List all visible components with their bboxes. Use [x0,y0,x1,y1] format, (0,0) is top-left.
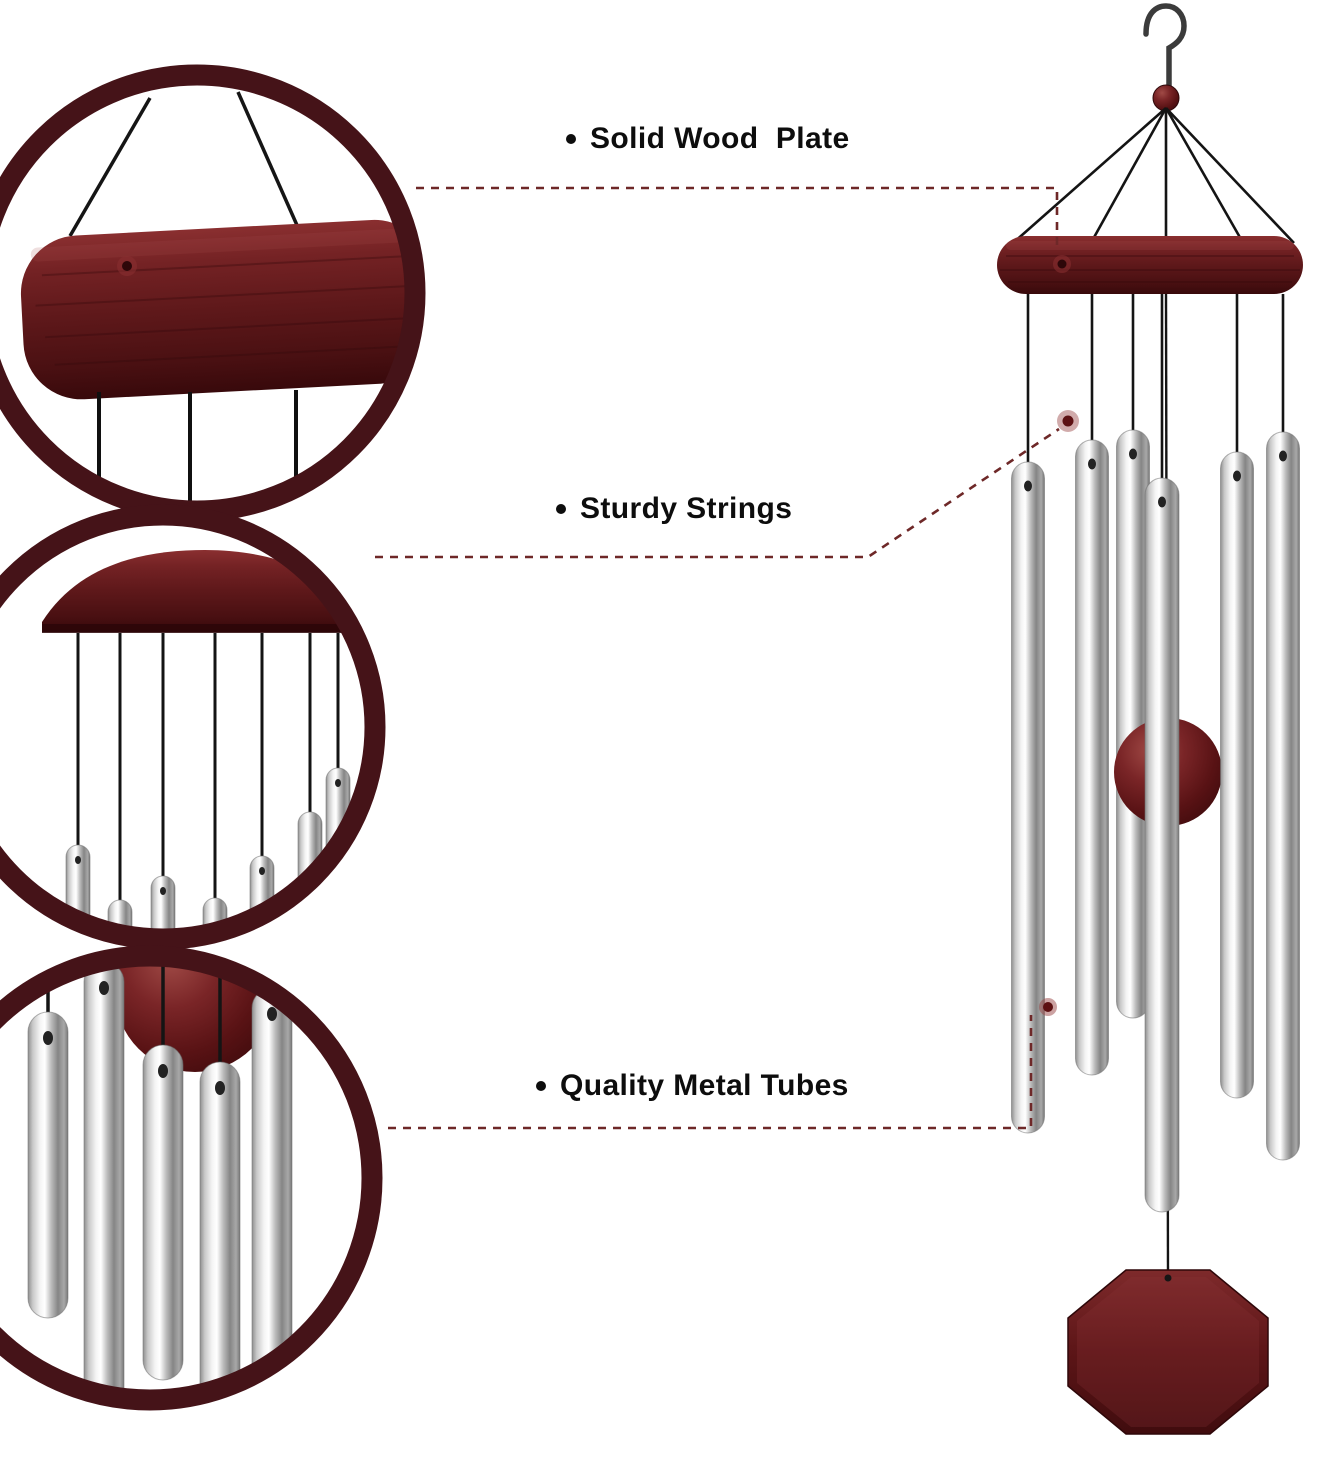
callout-label: Sturdy Strings [580,492,793,525]
metal-tube [1144,477,1180,1213]
zoom-inset-tubes [0,945,383,1411]
leader-line-wood-plate [416,186,1059,250]
leader-line-strings [375,427,1060,559]
wood-plate-closeup [20,219,405,400]
string [236,91,302,233]
tube-strings [1026,294,1285,502]
tube-holes [1024,448,1287,508]
zoom-ring-strings [0,504,386,950]
leader-line-tubes [388,1015,1033,1130]
strings-closeup [76,633,340,900]
zoom-ring-tubes [0,945,383,1411]
wind-sail [1067,1269,1269,1435]
callout-wood-plate: Solid Wood Plate [566,122,850,156]
callout-label: Solid Wood Plate [590,122,850,155]
plate-marker-dot-center [1057,259,1067,269]
metal-tube [1266,431,1300,1161]
metal-tube [1075,439,1109,1076]
zoom-inset-wood-plate [0,64,426,522]
bullet-dot-icon [556,504,566,514]
bullet-dot-icon [566,134,576,144]
plate-edge [42,624,365,633]
tube-marker-dot [1039,998,1057,1016]
callout-label: Quality Metal Tubes [560,1069,849,1102]
callout-metal-tubes: Quality Metal Tubes [536,1069,849,1103]
string [68,97,152,237]
callout-strings: Sturdy Strings [556,492,792,526]
string-marker-dot [1057,410,1079,432]
wood-plate [997,236,1303,294]
bullet-dot-icon [536,1081,546,1091]
grommet-marker-center [122,261,132,271]
striker-ball-closeup [115,966,275,1072]
hanging-hook-icon [1143,3,1187,89]
metal-tube [1220,451,1254,1099]
metal-tubes-closeup [27,966,293,1390]
hanger-strings [1012,107,1295,244]
metal-tube [1011,461,1045,1134]
wind-chime [997,3,1303,1435]
hanger-bead [1152,84,1180,112]
wood-plate-dome [42,550,365,632]
